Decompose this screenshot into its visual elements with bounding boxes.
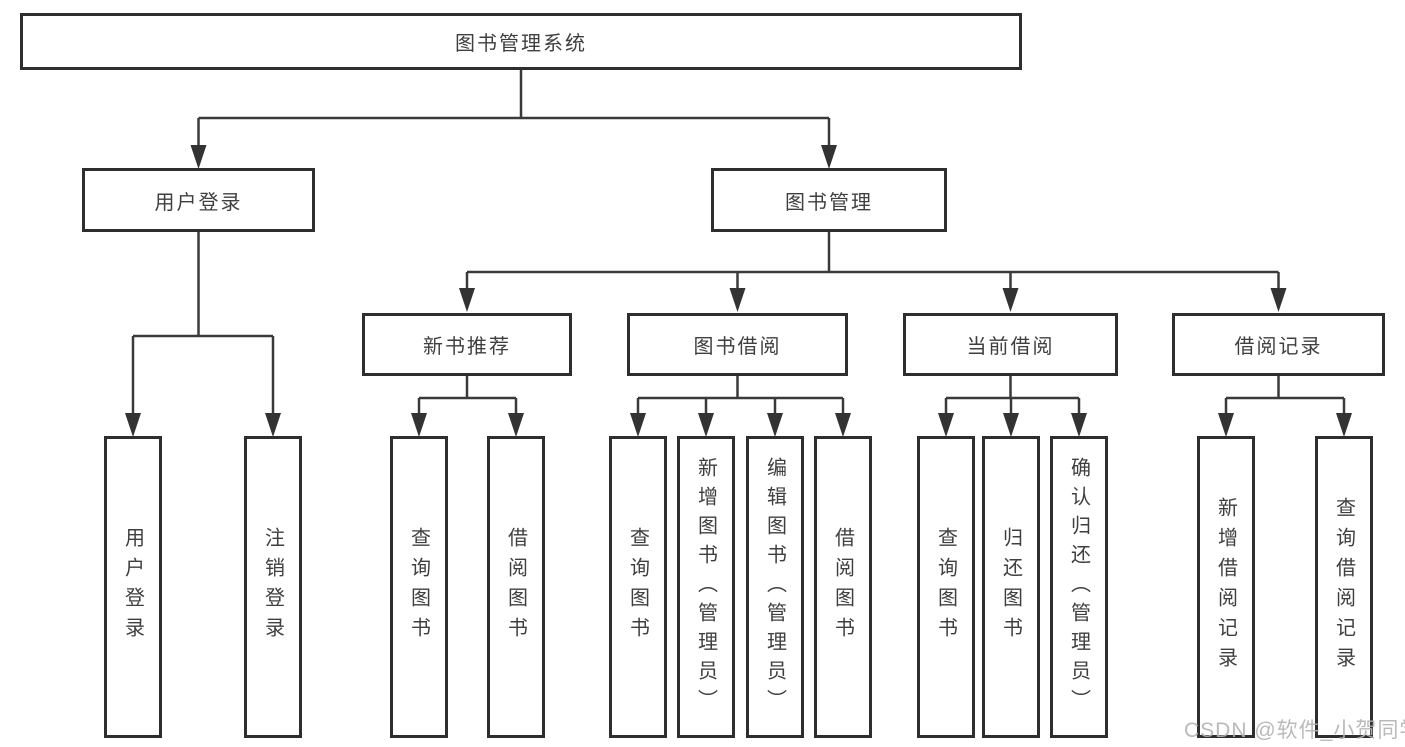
connector-root-to-level2 xyxy=(197,70,831,147)
node-label: 图书借阅 xyxy=(693,336,782,358)
leaf-query-books-recommend: 查询图书 xyxy=(390,436,448,738)
node-borrow-records: 借阅记录 xyxy=(1172,313,1385,376)
leaf-add-borrow-record: 新增借阅记录 xyxy=(1197,436,1255,738)
connector-user-login-to-leaves xyxy=(131,232,275,415)
node-label: 新增图书（管理员） xyxy=(694,456,717,718)
node-label: 新增借阅记录 xyxy=(1214,497,1237,677)
leaf-return-books: 归还图书 xyxy=(982,436,1040,738)
node-new-book-recommend: 新书推荐 xyxy=(362,313,572,376)
node-label: 借阅记录 xyxy=(1234,336,1323,358)
leaf-query-books-current: 查询图书 xyxy=(917,436,975,738)
node-library-management-system: 图书管理系统 xyxy=(20,13,1022,70)
node-label: 查询图书 xyxy=(934,527,957,647)
node-label: 用户登录 xyxy=(121,527,144,647)
node-user-login: 用户登录 xyxy=(82,168,315,232)
node-label: 图书管理系统 xyxy=(455,33,587,55)
leaf-user-login: 用户登录 xyxy=(104,436,162,738)
node-book-management: 图书管理 xyxy=(711,168,947,232)
connector-borrow-records-to-leaves xyxy=(1224,376,1346,415)
node-label: 图书管理 xyxy=(785,191,873,214)
node-label: 查询图书 xyxy=(626,527,649,647)
leaf-borrow-books-recommend: 借阅图书 xyxy=(487,436,545,738)
arrowheads xyxy=(125,145,1352,437)
node-label: 确认归还（管理员） xyxy=(1067,456,1090,718)
node-label: 编辑图书（管理员） xyxy=(763,456,786,718)
node-label: 借阅图书 xyxy=(831,527,854,647)
node-current-borrow: 当前借阅 xyxy=(903,313,1118,376)
node-label: 查询借阅记录 xyxy=(1332,497,1355,677)
leaf-borrow-books: 借阅图书 xyxy=(814,436,872,738)
leaf-add-book-admin: 新增图书（管理员） xyxy=(677,436,735,738)
connector-book-management-to-level3 xyxy=(465,232,1280,290)
csdn-watermark: CSDN @软件_小贺同学 xyxy=(1184,719,1405,742)
leaf-edit-book-admin: 编辑图书（管理员） xyxy=(746,436,804,738)
node-label: 注销登录 xyxy=(261,527,284,647)
node-book-borrow: 图书借阅 xyxy=(627,313,848,376)
node-label: 当前借阅 xyxy=(966,336,1055,358)
node-label: 查询图书 xyxy=(407,527,430,647)
leaf-query-books-borrow: 查询图书 xyxy=(609,436,667,738)
connector-current-borrow-to-leaves xyxy=(944,376,1081,415)
connector-new-book-recommend-to-leaves xyxy=(417,376,518,415)
leaf-logout: 注销登录 xyxy=(244,436,302,738)
node-label: 借阅图书 xyxy=(504,527,527,647)
connector-book-borrow-to-leaves xyxy=(636,376,845,415)
node-label: 归还图书 xyxy=(999,527,1022,647)
leaf-confirm-return-admin: 确认归还（管理员） xyxy=(1050,436,1108,738)
node-label: 新书推荐 xyxy=(423,336,511,358)
leaf-query-borrow-record: 查询借阅记录 xyxy=(1315,436,1373,738)
node-label: 用户登录 xyxy=(154,191,243,214)
